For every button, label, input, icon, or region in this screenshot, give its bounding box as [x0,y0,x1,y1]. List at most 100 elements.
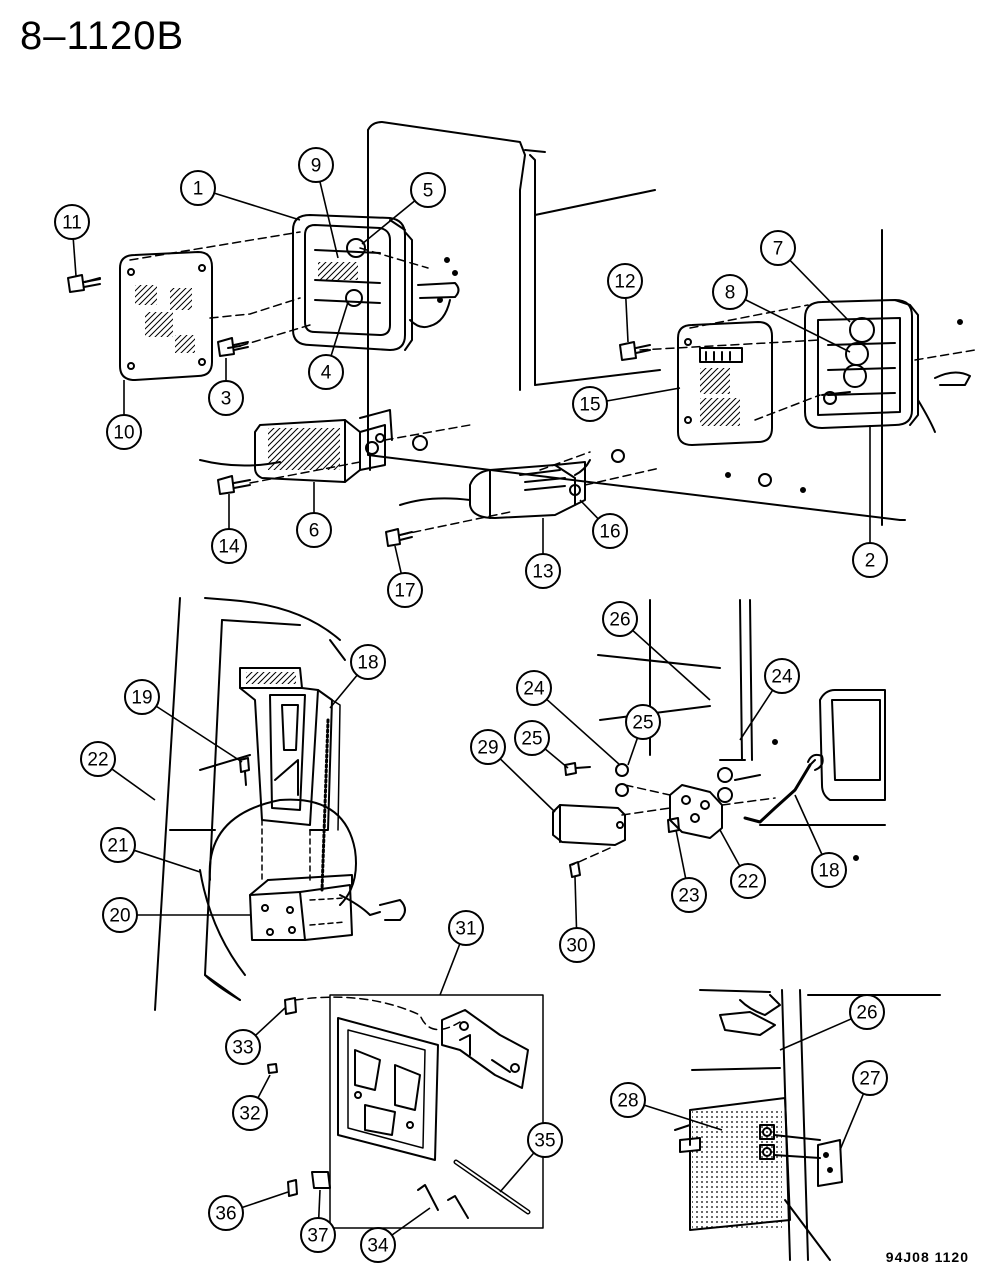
right-tail-lamp-housing [804,299,971,433]
screw-12 [619,341,651,361]
callout-c12: 12 [607,263,643,299]
callout-c26b: 26 [849,994,885,1030]
callout-circle [387,572,423,608]
callout-label: 9 [311,156,322,177]
callout-c6: 6 [296,512,332,548]
leader-line-c4 [330,301,349,357]
callout-circle [106,414,142,450]
lamp-29 [552,804,626,846]
callout-label: 24 [523,679,545,700]
callout-circle [559,927,595,963]
callout-c5: 5 [410,172,446,208]
screw-14 [217,475,251,495]
callout-c13: 13 [525,553,561,589]
callout-c29: 29 [470,729,506,765]
callout-circle [180,170,216,206]
leader-line-c35 [499,1152,535,1193]
callout-circle [610,1082,646,1118]
mounting-bracket-20 [249,874,406,941]
leader-line-c18a [329,674,358,709]
callout-c20: 20 [102,897,138,933]
callout-label: 25 [632,713,653,734]
leader-line-c7 [789,259,851,323]
callout-circle [607,263,643,299]
leader-line-c12 [625,297,629,343]
callout-circle [232,1095,268,1131]
callout-circle [852,542,888,578]
callout-label: 35 [534,1131,555,1152]
diagram-code: 94J08 1120 [885,1249,969,1265]
license-bracket-box [329,994,544,1229]
callout-c11: 11 [54,204,90,240]
callout-circle [852,1060,888,1096]
leader-line-c8 [744,298,851,353]
callout-label: 33 [232,1038,253,1059]
callout-label: 11 [62,213,82,234]
callout-c16: 16 [592,513,628,549]
leader-line-c26a [632,629,711,701]
callout-label: 10 [113,423,134,444]
callout-c7: 7 [760,230,796,266]
callout-circle [572,386,608,422]
callout-label: 22 [737,872,758,893]
callout-c18a: 18 [350,644,386,680]
callout-circle [525,553,561,589]
callout-label: 34 [367,1236,389,1257]
callout-label: 12 [614,272,635,293]
callout-label: 18 [818,861,839,882]
leader-line-c28 [643,1104,723,1131]
callout-c33: 33 [225,1029,261,1065]
callout-circle [54,204,90,240]
bracket-22 [669,784,723,839]
callout-circle [102,897,138,933]
leader-line-c29 [499,758,556,813]
left-tail-lamp-housing [292,214,460,351]
callout-circle [625,704,661,740]
callout-label: 6 [309,521,320,542]
callout-label: 26 [856,1003,877,1024]
side-marker-lamp-6 [199,409,393,483]
callout-c22b: 22 [730,863,766,899]
callout-label: 28 [617,1091,638,1112]
callout-label: 37 [307,1226,328,1247]
left-tail-lamp-lens [84,251,241,381]
leader-line-c19 [155,705,243,763]
callout-c37: 37 [300,1217,336,1253]
callout-circle [849,994,885,1030]
leader-line-c22b [719,829,741,867]
callout-label: 2 [865,551,876,572]
callout-label: 15 [579,395,600,416]
callout-circle [514,720,550,756]
callout-circle [811,852,847,888]
callout-circle [80,741,116,777]
callout-c21: 21 [100,827,136,863]
leader-line-c5 [361,200,416,245]
callout-c25b: 25 [625,704,661,740]
callout-circle [298,147,334,183]
leader-line-c25a [544,748,569,769]
callout-label: 36 [215,1204,236,1225]
callout-circle [592,513,628,549]
callout-c35: 35 [527,1122,563,1158]
callout-label: 3 [221,389,232,410]
callout-c24b: 24 [764,658,800,694]
callout-c26a: 26 [602,601,638,637]
callout-c9: 9 [298,147,334,183]
callout-c23: 23 [671,877,707,913]
callout-label: 19 [131,688,152,709]
callout-label: 5 [423,181,434,202]
leader-line-c27 [839,1093,865,1151]
leader-line-c30 [574,876,578,929]
license-lamp-13 [399,459,591,519]
callout-circle [527,1122,563,1158]
callout-circle [350,644,386,680]
leader-line-c17 [394,545,403,574]
callout-label: 22 [87,750,108,771]
callout-label: 24 [771,667,793,688]
callout-circle [208,380,244,416]
callout-label: 30 [566,936,587,957]
leader-line-c11 [72,238,77,277]
callout-label: 17 [394,581,415,602]
license-plate-bracket [337,1009,529,1161]
